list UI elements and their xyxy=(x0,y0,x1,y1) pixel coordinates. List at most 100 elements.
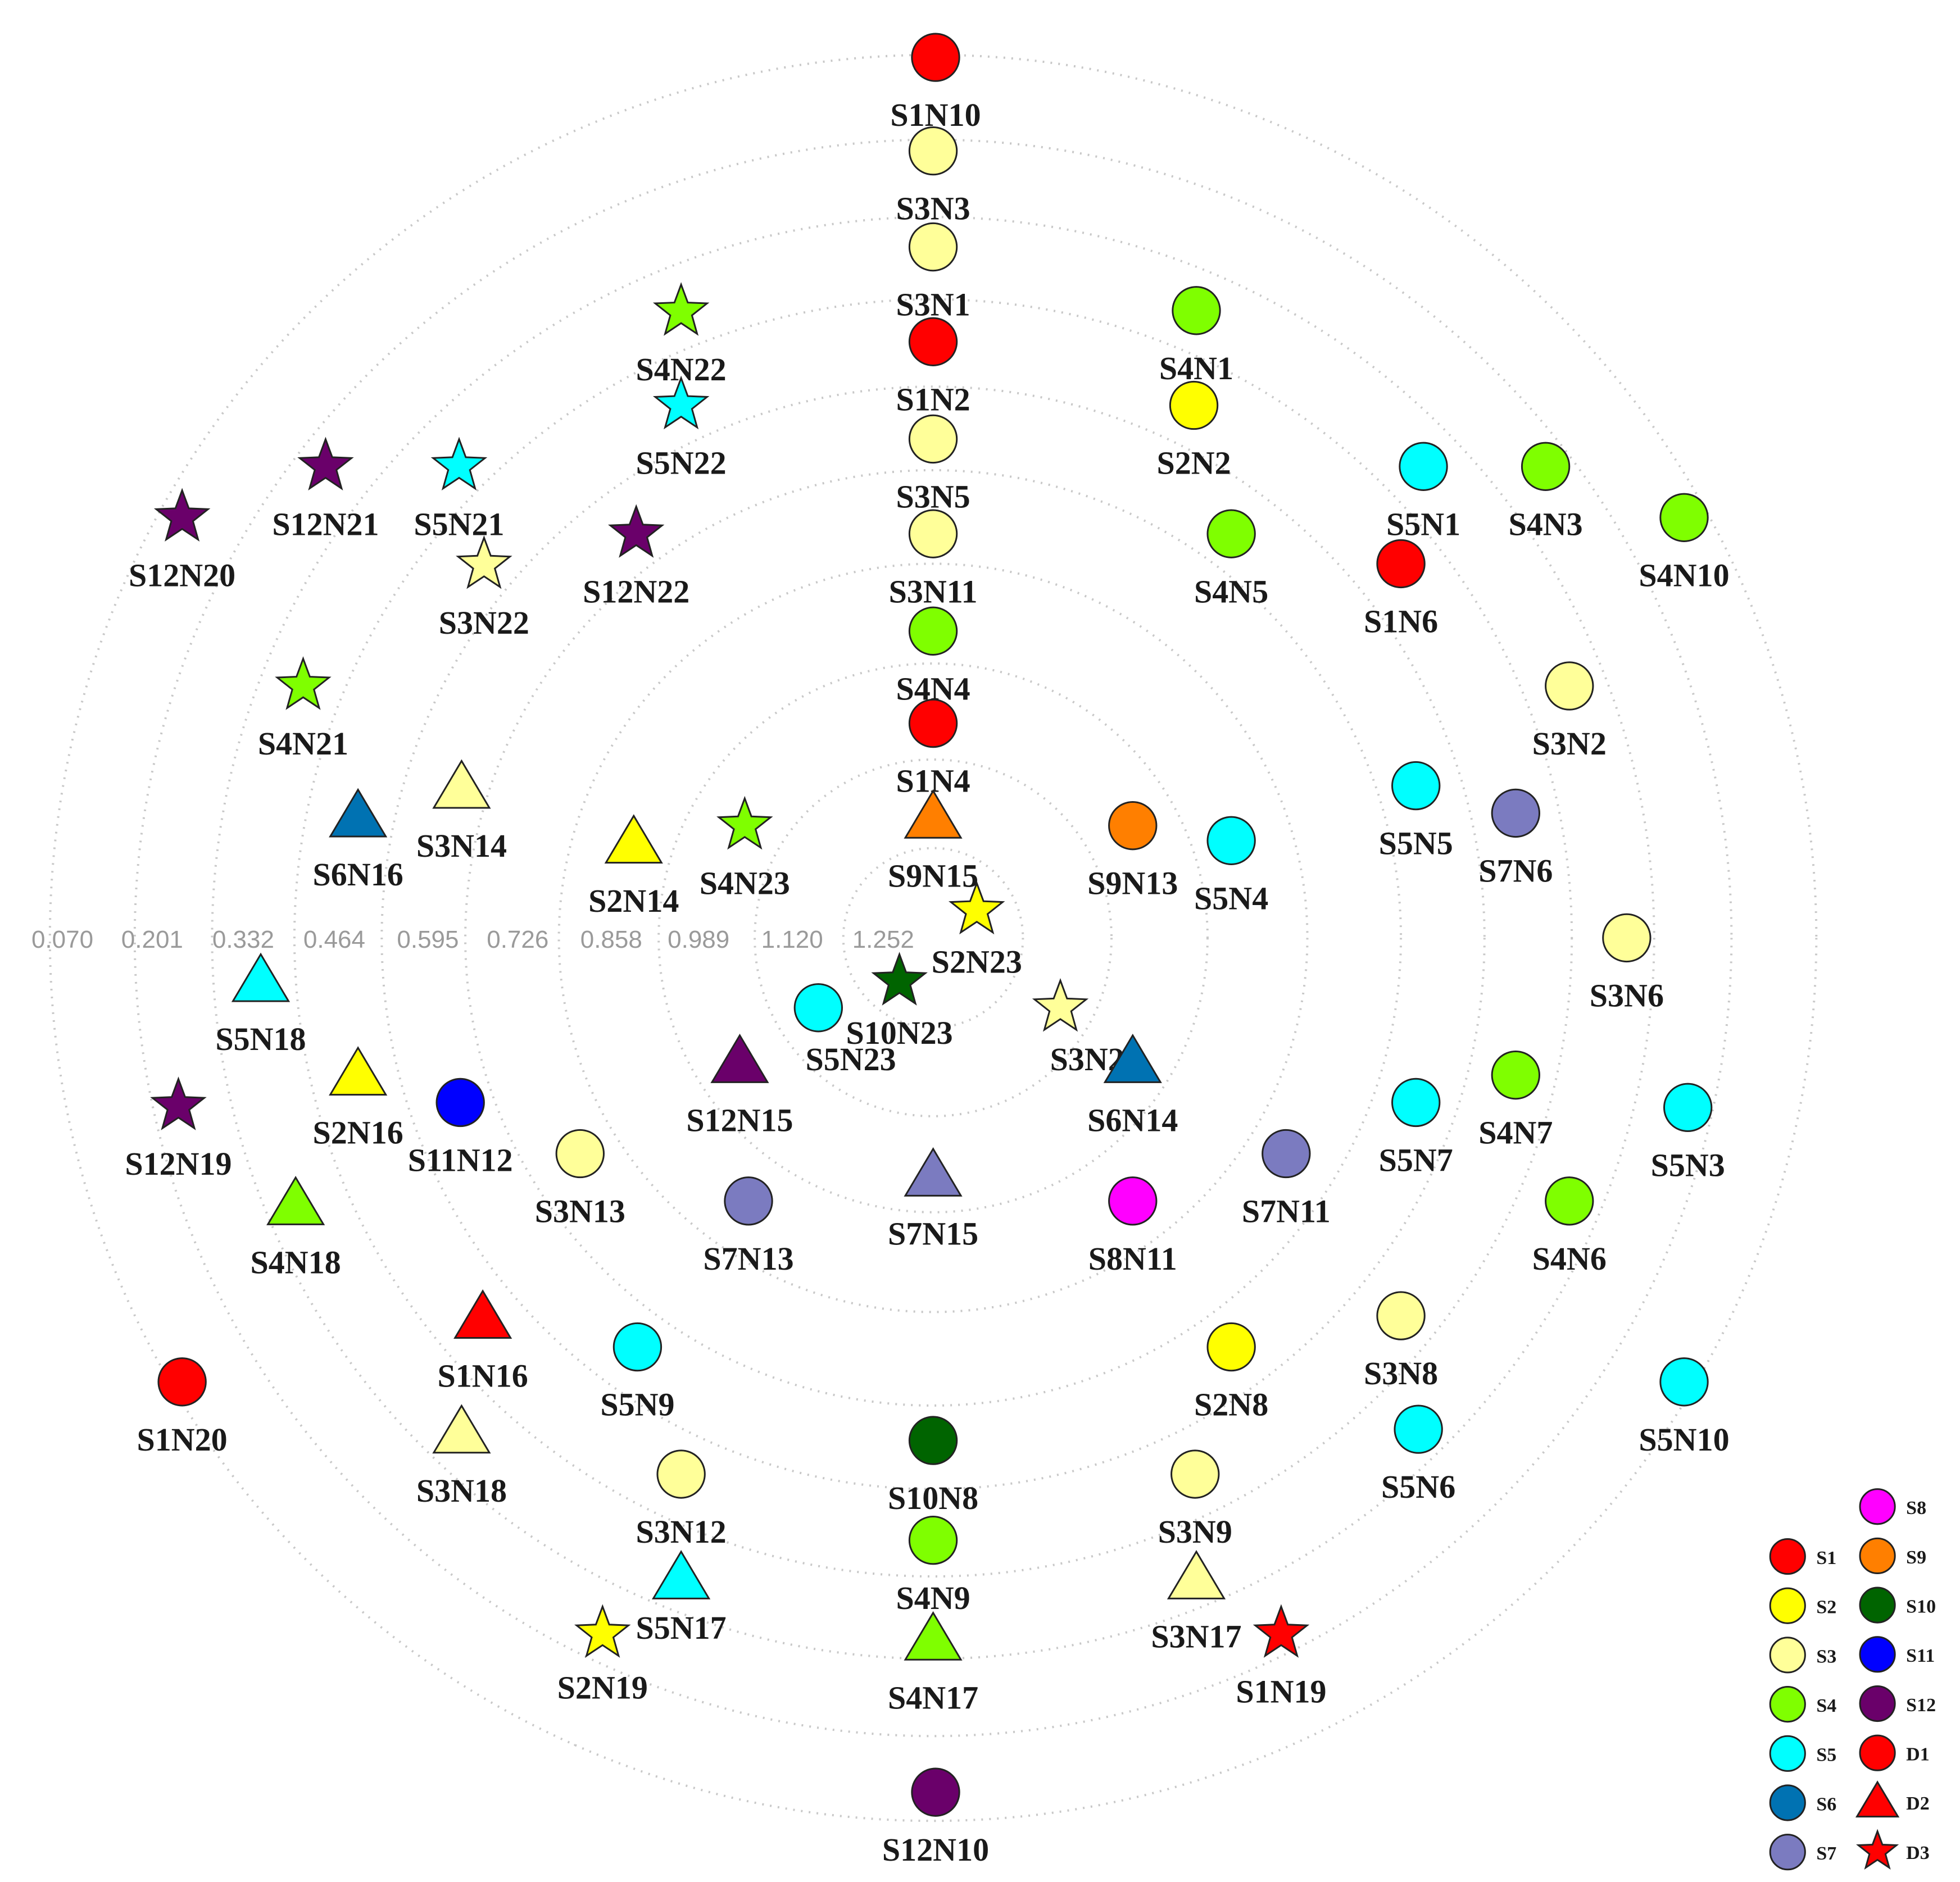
node-s5n1: S5N1 xyxy=(1386,442,1460,542)
node-label: S3N13 xyxy=(535,1193,625,1230)
circle-marker xyxy=(1769,1834,1806,1871)
node-s3n9: S3N9 xyxy=(1158,1449,1232,1550)
circle-marker xyxy=(1394,1404,1443,1454)
legend-item-s10: S10 xyxy=(1859,1586,1936,1624)
circle-marker xyxy=(908,509,958,558)
node-s3n3: S3N3 xyxy=(896,126,970,227)
node-label: S12N19 xyxy=(125,1145,232,1182)
node-s4n10: S4N10 xyxy=(1639,493,1730,593)
star-marker xyxy=(716,795,773,850)
legend-label: S12 xyxy=(1906,1695,1936,1716)
node-s5n21: S5N21 xyxy=(414,437,505,542)
legend-label: S1 xyxy=(1816,1548,1836,1569)
node-s7n6: S7N6 xyxy=(1478,788,1553,889)
node-s3n5: S3N5 xyxy=(896,414,970,515)
node-label: S4N1 xyxy=(1159,350,1233,387)
circle-marker xyxy=(612,1322,663,1372)
ring-scale-label: 1.120 xyxy=(761,926,823,953)
triangle-marker xyxy=(432,759,491,809)
node-s3n18: S3N18 xyxy=(416,1404,507,1509)
node-label: S3N22 xyxy=(439,604,529,641)
star-marker xyxy=(153,488,211,542)
node-s7n13: S7N13 xyxy=(703,1176,794,1277)
circle-marker xyxy=(1769,1686,1806,1723)
triangle-marker xyxy=(329,1046,388,1096)
circle-marker xyxy=(793,983,843,1033)
node-label: S1N6 xyxy=(1364,603,1438,640)
node-label: S4N6 xyxy=(1532,1240,1607,1277)
star-marker xyxy=(652,375,710,430)
star-marker xyxy=(430,437,488,490)
node-label: S1N20 xyxy=(137,1421,228,1458)
node-s12n21: S12N21 xyxy=(272,437,379,542)
circle-marker xyxy=(1399,442,1448,491)
circle-marker xyxy=(1169,380,1219,430)
node-s2n2: S2N2 xyxy=(1156,380,1231,481)
ring-scale-label: 0.858 xyxy=(580,926,642,953)
node-label: S12N10 xyxy=(882,1831,989,1868)
node-label: S5N3 xyxy=(1651,1147,1725,1183)
node-s6n16: S6N16 xyxy=(313,788,403,893)
circle-marker xyxy=(908,1516,958,1565)
star-marker xyxy=(607,504,665,558)
node-label: S5N10 xyxy=(1639,1421,1729,1458)
node-label: S6N16 xyxy=(313,856,403,893)
star-marker xyxy=(948,880,1005,935)
legend-item-d1: D1 xyxy=(1859,1734,1930,1771)
node-label: S9N15 xyxy=(888,857,978,894)
node-s5n18: S5N18 xyxy=(215,952,306,1057)
node-label: S3N11 xyxy=(889,573,978,610)
triangle-marker xyxy=(266,1176,325,1225)
circle-marker xyxy=(1376,539,1426,589)
node-label: S5N4 xyxy=(1194,880,1268,916)
node-label: S11N12 xyxy=(408,1142,513,1179)
node-s2n14: S2N14 xyxy=(588,814,679,919)
circle-marker xyxy=(1769,1587,1806,1624)
circle-marker xyxy=(908,414,958,464)
node-s1n20: S1N20 xyxy=(137,1357,228,1458)
circle-marker xyxy=(1659,493,1709,542)
legend-item-s7: S7 xyxy=(1769,1834,1836,1871)
node-s12n20: S12N20 xyxy=(129,488,235,593)
circle-marker xyxy=(1545,1176,1594,1226)
node-label: S3N12 xyxy=(636,1513,727,1550)
node-label: S5N9 xyxy=(600,1387,674,1423)
node-label: S7N15 xyxy=(888,1216,978,1252)
legend-item-d2: D2 xyxy=(1855,1780,1930,1818)
node-label: S1N19 xyxy=(1236,1673,1326,1710)
node-s1n16: S1N16 xyxy=(438,1289,528,1394)
node-label: S7N11 xyxy=(1242,1193,1331,1230)
triangle-marker xyxy=(453,1289,512,1339)
circle-marker xyxy=(1491,1050,1540,1100)
node-label: S5N17 xyxy=(636,1610,727,1646)
node-s8n11: S8N11 xyxy=(1088,1176,1177,1277)
circle-marker xyxy=(724,1176,773,1226)
node-label: S5N21 xyxy=(414,506,504,542)
node-s5n23: S5N23 xyxy=(793,983,896,1078)
node-s3n17: S3N17 xyxy=(1151,1550,1242,1655)
node-s4n6: S4N6 xyxy=(1532,1176,1607,1277)
node-s7n15: S7N15 xyxy=(888,1147,978,1252)
node-s4n4: S4N4 xyxy=(896,606,970,707)
circle-marker xyxy=(1391,761,1441,811)
legend-item-s12: S12 xyxy=(1859,1685,1936,1722)
ring-1 xyxy=(48,53,1818,1822)
node-s5n4: S5N4 xyxy=(1194,816,1268,916)
ring-5 xyxy=(380,385,1486,1490)
circle-marker xyxy=(1108,1176,1158,1226)
node-s7n11: S7N11 xyxy=(1242,1129,1331,1230)
node-s5n3: S5N3 xyxy=(1651,1083,1725,1183)
node-label: S2N14 xyxy=(588,883,679,919)
star-marker xyxy=(871,952,928,1006)
circle-marker xyxy=(1769,1784,1806,1821)
legend-item-s1: S1 xyxy=(1769,1538,1836,1575)
star-marker xyxy=(652,282,710,336)
node-label: S5N18 xyxy=(215,1021,306,1057)
node-label: S12N22 xyxy=(583,573,689,610)
node-s5n5: S5N5 xyxy=(1379,761,1453,862)
node-s2n23: S2N23 xyxy=(932,880,1022,980)
node-s1n4: S1N4 xyxy=(896,698,970,799)
legend-item-s5: S5 xyxy=(1769,1735,1836,1772)
circle-marker xyxy=(908,1416,958,1465)
triangle-marker xyxy=(432,1404,491,1454)
